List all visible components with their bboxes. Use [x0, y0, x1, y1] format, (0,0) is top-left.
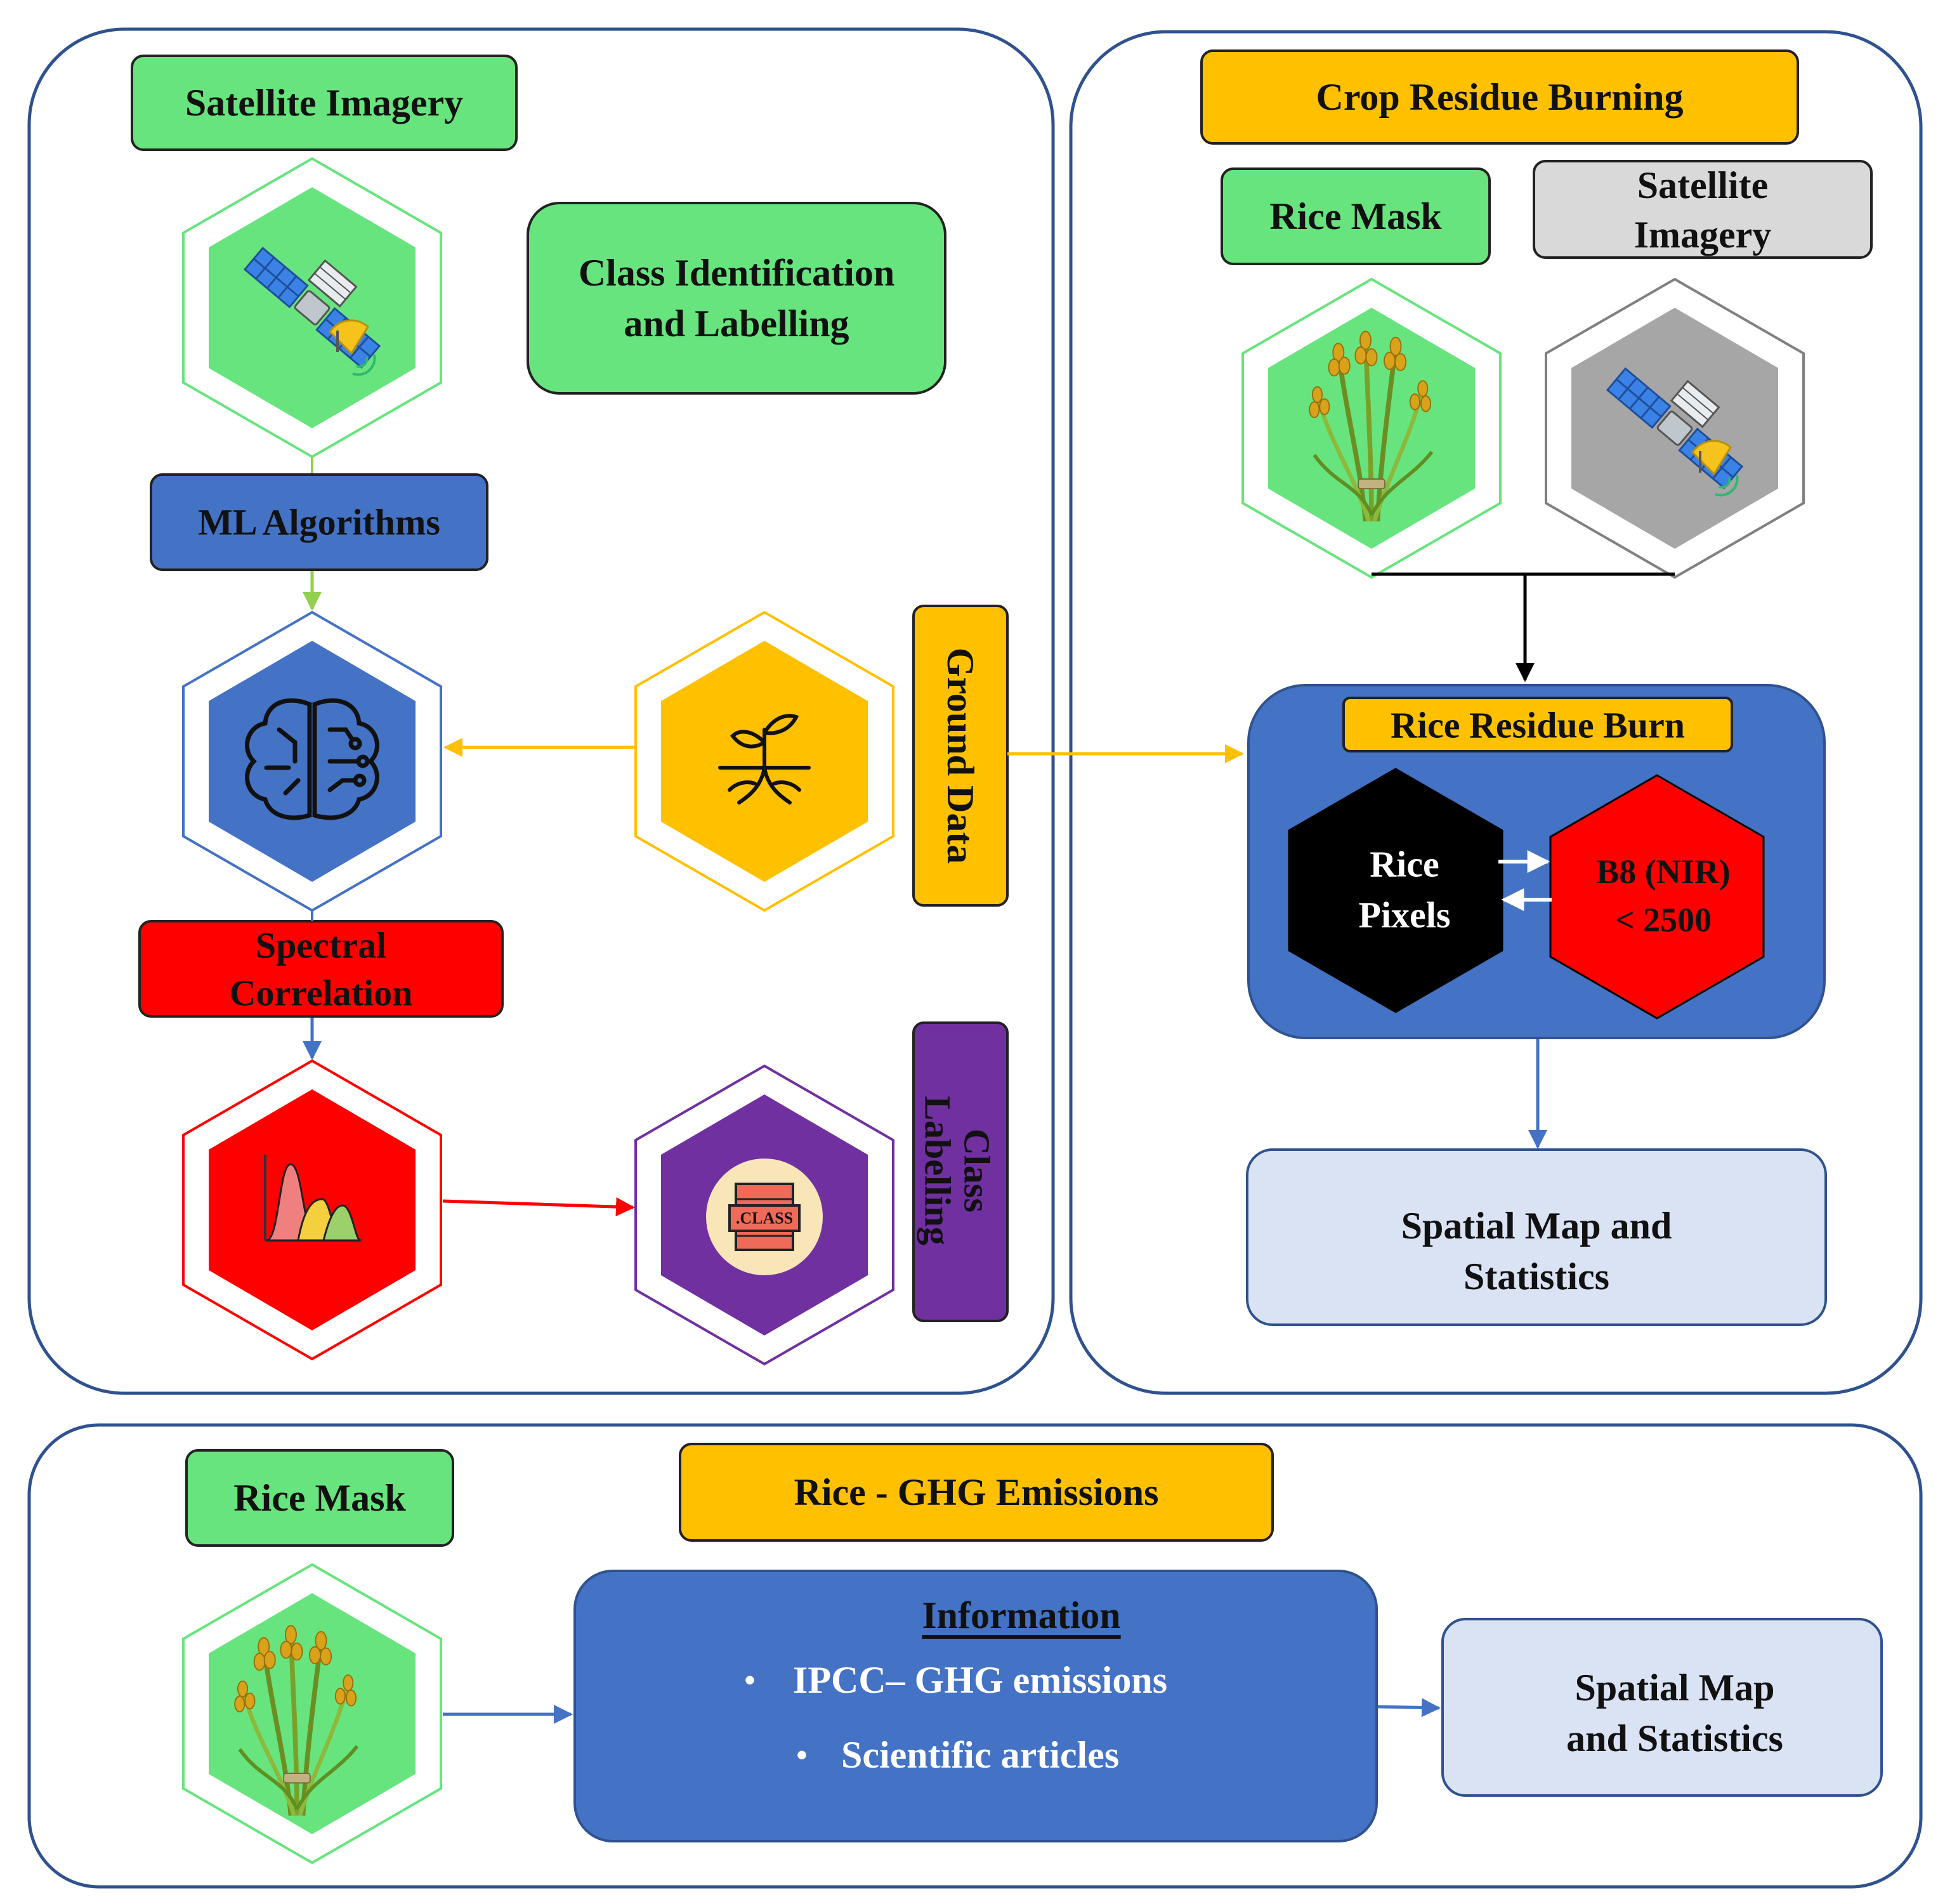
- svg-text:Labelling: Labelling: [917, 1096, 959, 1245]
- ml-brain-hexagon: [182, 610, 442, 912]
- svg-text:Rice: Rice: [1370, 844, 1439, 885]
- class-labelling-hexagon: .CLASS: [634, 1064, 894, 1366]
- rice-mask-label-right: Rice Mask: [1221, 167, 1491, 265]
- svg-text:Ground Data: Ground Data: [940, 648, 981, 864]
- rice-mask-hexagon-bottom: [182, 1563, 442, 1865]
- right-panel: [1069, 30, 1923, 1395]
- bullet-2: •: [796, 1737, 808, 1773]
- ground-data-label: Ground Data: [912, 605, 1009, 907]
- svg-text:ML Algorithms: ML Algorithms: [198, 502, 440, 543]
- rice-pixels-hexagon: Rice Pixels: [1288, 768, 1503, 1013]
- satellite-hexagon: [182, 157, 442, 459]
- svg-text:Rice - GHG Emissions: Rice - GHG Emissions: [794, 1471, 1158, 1513]
- spectral-correlation-label: Spectral Correlation: [138, 920, 504, 1018]
- rice-residue-burn-label: Rice Residue Burn: [1342, 697, 1733, 752]
- svg-text:Crop Residue Burning: Crop Residue Burning: [1316, 76, 1683, 118]
- bullet-1: •: [744, 1662, 756, 1698]
- svg-text:Imagery: Imagery: [1634, 214, 1772, 256]
- svg-text:B8 (NIR): B8 (NIR): [1596, 853, 1731, 891]
- spectral-chart-icon: [264, 1155, 362, 1242]
- class-labelling-label: Class Labelling: [912, 1021, 1009, 1322]
- class-icon-text: .CLASS: [736, 1209, 793, 1228]
- rice-mask-hexagon-right: [1241, 277, 1502, 579]
- satellite-imagery-label: Satellite Imagery: [131, 55, 518, 151]
- information-box: Information • IPCC– GHG emissions • Scie…: [573, 1570, 1378, 1842]
- merge-connector: [1372, 572, 1675, 682]
- information-title: Information: [922, 1594, 1120, 1636]
- svg-text:Statistics: Statistics: [1464, 1256, 1609, 1297]
- svg-text:< 2500: < 2500: [1615, 901, 1712, 939]
- spectral-hexagon: [182, 1059, 442, 1361]
- svg-text:Spectral: Spectral: [256, 925, 386, 966]
- arrow-information-to-map: [1377, 1698, 1441, 1717]
- svg-text:and Statistics: and Statistics: [1566, 1717, 1783, 1759]
- nir-threshold-hexagon: B8 (NIR) < 2500: [1549, 774, 1765, 1020]
- rice-ghg-label: Rice - GHG Emissions: [679, 1443, 1274, 1542]
- satellite-hexagon-grey: [1545, 277, 1805, 579]
- svg-text:Correlation: Correlation: [230, 973, 413, 1014]
- svg-text:Spatial Map and: Spatial Map and: [1401, 1205, 1672, 1247]
- svg-text:Pixels: Pixels: [1359, 895, 1451, 936]
- satellite-imagery-label-right: Satellite Imagery: [1533, 160, 1873, 259]
- information-item-1: IPCC– GHG emissions: [793, 1659, 1167, 1701]
- ground-data-hexagon: [634, 610, 894, 912]
- svg-text:Satellite: Satellite: [1637, 164, 1769, 206]
- svg-text:and Labelling: and Labelling: [624, 303, 849, 345]
- class-identification-box: Class Identification and Labelling: [527, 202, 946, 395]
- arrow-spectral-to-class: [442, 1197, 635, 1217]
- left-panel: [27, 27, 1055, 1395]
- rice-mask-label-bottom: Rice Mask: [185, 1449, 454, 1547]
- spatial-map-box-bottom: Spatial Map and Statistics: [1441, 1618, 1883, 1797]
- information-item-2: Scientific articles: [841, 1734, 1119, 1776]
- svg-text:Rice Mask: Rice Mask: [233, 1477, 406, 1519]
- crop-residue-burning-label: Crop Residue Burning: [1200, 49, 1799, 145]
- svg-text:Class Identification: Class Identification: [579, 252, 894, 294]
- svg-text:Rice Mask: Rice Mask: [1269, 195, 1442, 237]
- svg-text:Satellite Imagery: Satellite Imagery: [185, 82, 463, 124]
- svg-text:Class: Class: [957, 1129, 998, 1212]
- sprout-icon: [718, 714, 811, 804]
- spatial-map-box-right: Spatial Map and Statistics: [1246, 1148, 1827, 1326]
- brain-icon: [245, 698, 379, 820]
- ml-algorithms-label: ML Algorithms: [150, 473, 488, 571]
- svg-text:Spatial Map: Spatial Map: [1575, 1667, 1774, 1709]
- svg-text:Rice Residue Burn: Rice Residue Burn: [1391, 705, 1685, 746]
- bottom-panel: [27, 1423, 1923, 1889]
